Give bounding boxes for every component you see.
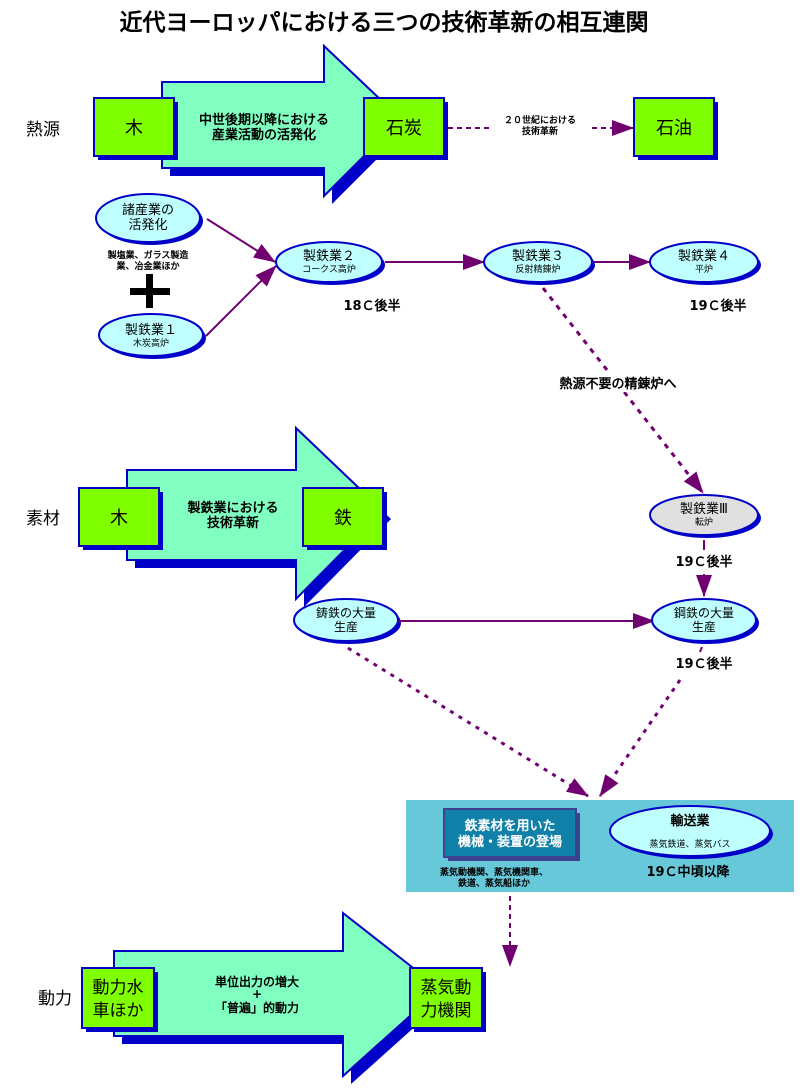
node-iron1	[98, 313, 206, 359]
industries-note-1: 製塩業、ガラス製造	[107, 249, 190, 261]
edge-industries-iron2	[206, 218, 276, 263]
machine-note-1: 蒸気動機関、蒸気機関車、	[440, 866, 548, 878]
power-arrow-text-3: 「普遍」的動力	[215, 1000, 299, 1015]
plus-sign	[130, 274, 170, 308]
transport-title: 輸送業	[670, 813, 710, 829]
edge-steel-panel	[598, 679, 682, 797]
heat-to-box	[363, 97, 448, 160]
power-arrow-text-1: 単位出力の増大	[215, 974, 299, 989]
node-transport	[609, 805, 773, 859]
node-industries-text-1: 諸産業の	[122, 202, 174, 218]
node-ironIII-sub: 転炉	[695, 516, 713, 528]
material-from-box	[78, 487, 163, 550]
node-iron2-title: 製鉄業２	[303, 248, 355, 264]
node-iron3-title: 製鉄業３	[512, 248, 564, 264]
edge-cast-panel	[347, 646, 589, 798]
material-arrow-text-1: 製鉄業における	[186, 500, 278, 516]
row-label-power: 動力	[38, 989, 72, 1009]
heat-arrow-text-1: 中世後期以降における	[199, 112, 329, 128]
power-from-box	[81, 967, 158, 1032]
power-from-label-2: 車ほか	[93, 1001, 144, 1021]
node-steel-text-2: 生産	[692, 619, 716, 634]
industries-note-2: 業、冶金業ほか	[115, 260, 179, 272]
node-iron4	[649, 241, 761, 285]
node-iron4-title: 製鉄業４	[678, 248, 730, 264]
heat-arrow-text-2: 産業活動の活発化	[212, 127, 316, 143]
power-from-label-1: 動力水	[93, 978, 144, 998]
heat-to-label: 石炭	[386, 118, 422, 139]
material-arrow	[126, 425, 391, 607]
power-arrow	[113, 910, 448, 1084]
node-iron2	[275, 241, 385, 285]
page-title: 近代ヨーロッパにおける三つの技術革新の相互連関	[120, 9, 649, 36]
heat-from-box	[93, 97, 178, 160]
iron3-note: 熱源不要の精錬炉へ	[559, 376, 676, 392]
node-iron3	[483, 241, 595, 285]
edge-steel-stub	[699, 646, 703, 653]
machine-box	[443, 808, 580, 861]
power-to-box	[409, 967, 486, 1032]
node-iron2-era: 18Ｃ後半	[343, 298, 400, 314]
material-to-label: 鉄	[334, 508, 352, 529]
node-cast-iron-text-1: 鋳鉄の大量	[316, 605, 376, 620]
machine-text-1: 鉄素材を用いた	[464, 818, 555, 834]
node-steel	[651, 598, 759, 644]
row-label-material: 素材	[26, 509, 60, 529]
heat-arrow	[161, 43, 409, 204]
power-arrow-text-2: +	[252, 987, 262, 1001]
row-label-heat: 熱源	[26, 120, 60, 140]
node-industries	[95, 193, 203, 245]
node-ironIII-title: 製鉄業Ⅲ	[680, 501, 728, 517]
edge-iron1-iron2	[205, 265, 277, 337]
node-cast-iron	[293, 598, 401, 644]
node-industries-text-2: 活発化	[128, 218, 167, 233]
transport-sub: 蒸気鉄道、蒸気バス	[649, 838, 730, 850]
material-to-box	[302, 487, 387, 550]
node-iron4-sub: 平炉	[695, 263, 713, 275]
machine-note-2: 鉄道、蒸気船ほか	[458, 877, 530, 889]
heat-next-box	[633, 97, 718, 160]
node-iron3-sub: 反射精錬炉	[515, 263, 560, 275]
node-iron1-title: 製鉄業１	[125, 322, 177, 338]
heat-next-label: 石油	[656, 118, 692, 139]
node-ironIII-era: 19Ｃ後半	[675, 554, 732, 570]
power-to-label-2: 力機関	[421, 1001, 472, 1021]
material-arrow-text-2: 技術革新	[207, 515, 259, 531]
node-iron1-sub: 木炭高炉	[133, 337, 169, 349]
iron3-note-bg	[548, 372, 688, 392]
heat-from-label: 木	[125, 118, 143, 139]
node-cast-iron-text-2: 生産	[334, 619, 358, 634]
heat-future-caption-2: 技術革新	[522, 125, 558, 137]
node-iron2-sub: コークス高炉	[302, 263, 356, 275]
transport-era: 19Ｃ中頃以降	[646, 864, 730, 880]
heat-future-caption-1: ２０世紀における	[504, 114, 576, 126]
power-to-label-1: 蒸気動	[421, 978, 472, 998]
machine-text-2: 機械・装置の登場	[458, 834, 562, 850]
node-steel-text-1: 鋼鉄の大量	[674, 605, 734, 620]
material-from-label: 木	[110, 508, 128, 529]
node-iron4-era: 19Ｃ後半	[689, 298, 746, 314]
node-steel-era: 19Ｃ後半	[675, 656, 732, 672]
node-ironIII	[649, 494, 761, 538]
